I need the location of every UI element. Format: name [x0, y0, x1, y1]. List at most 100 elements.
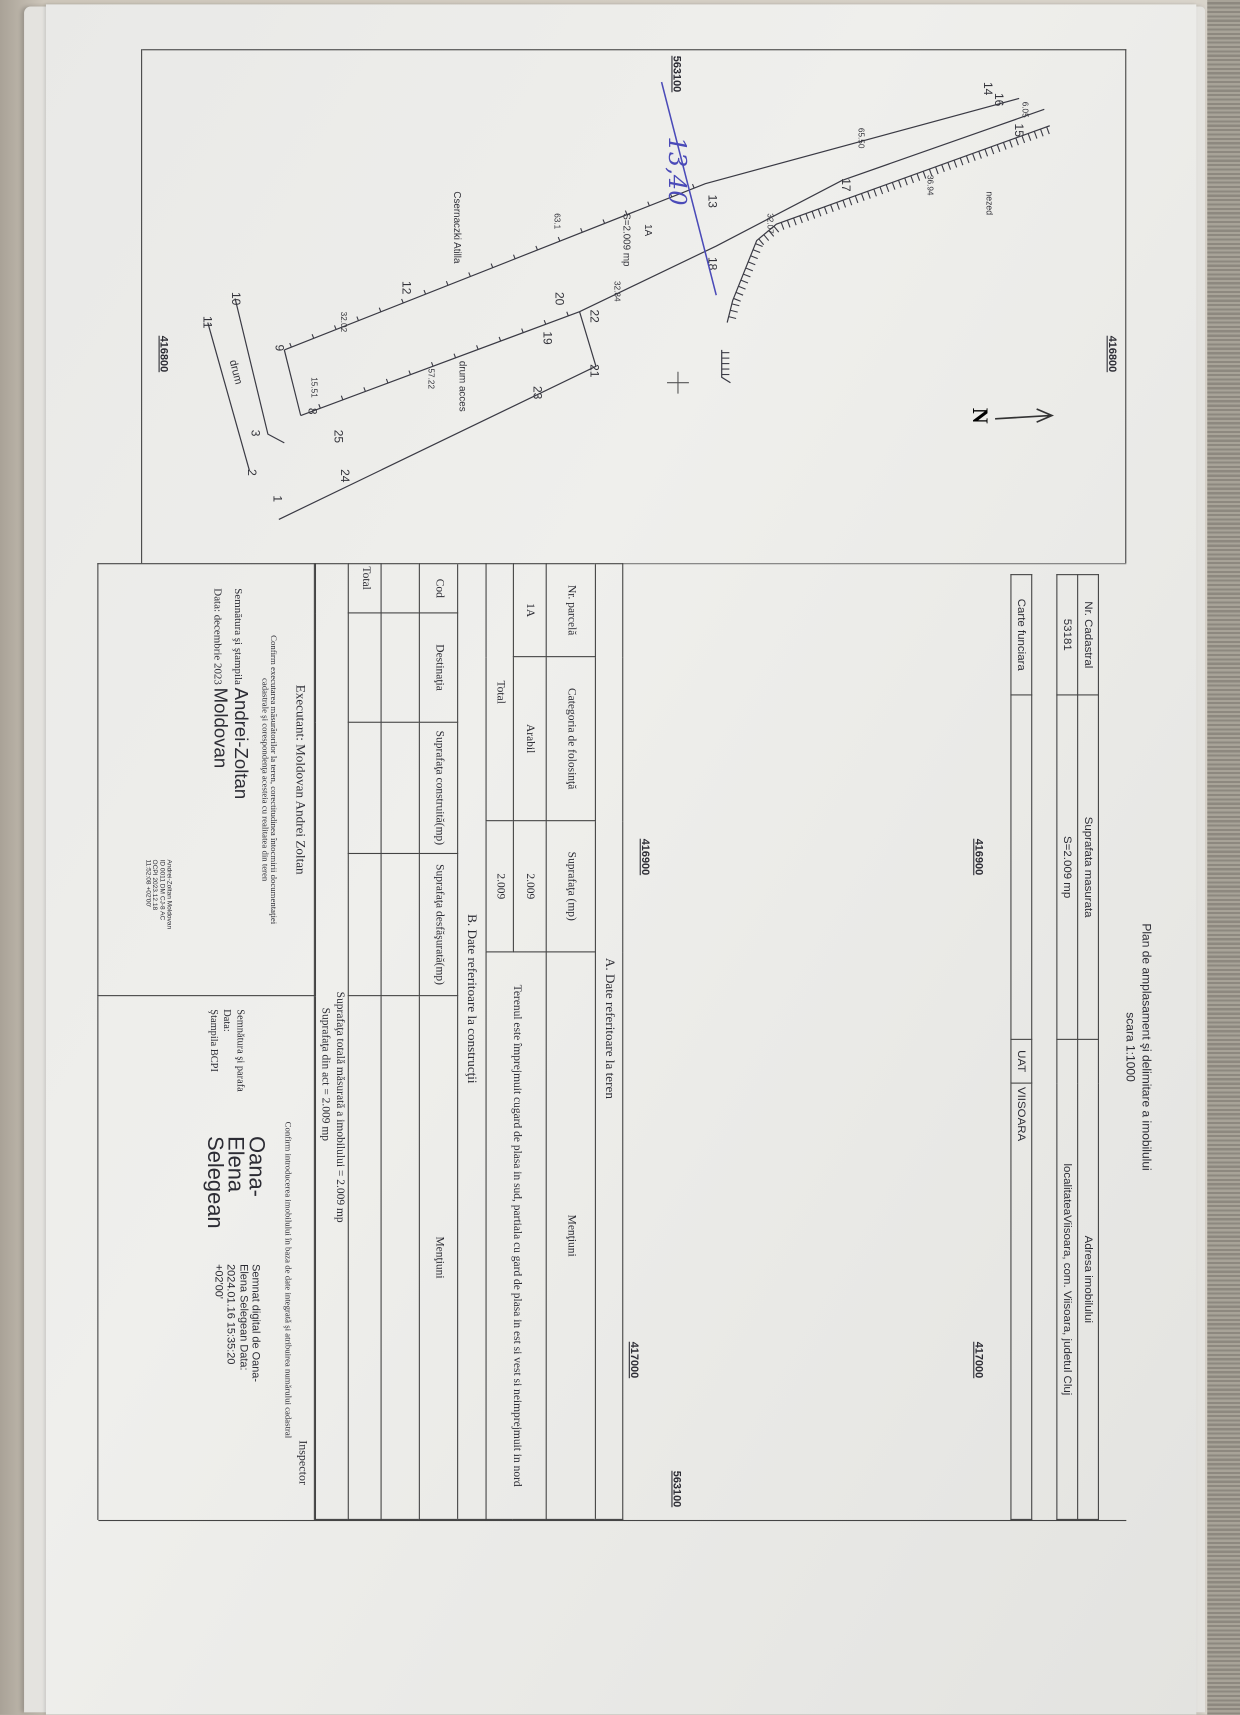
boundary-tick	[430, 361, 434, 367]
carte-funciara-label: Carte funciara	[1010, 574, 1032, 695]
document-title: Plan de amplasament şi delimitare a imob…	[1139, 923, 1153, 1171]
fence-hatch	[743, 273, 751, 278]
fence-hatch	[873, 188, 877, 197]
handwritten-note: 13,40	[663, 137, 691, 206]
parcel-boundary-north	[284, 97, 1020, 351]
fence-hatch	[867, 191, 871, 199]
boundary-tick	[498, 336, 502, 342]
grid-label: 417000	[627, 1341, 640, 1379]
point-label-9: 9	[273, 344, 287, 351]
executant-confirm: Confirm executarea măsurătorilor la tere…	[259, 635, 280, 925]
col-categoria: Categoria de folosinţă	[546, 656, 596, 821]
section-a-title: A. Date referitoare la teren	[595, 563, 623, 1520]
fence-hatch	[745, 267, 754, 272]
grid-line	[623, 563, 1127, 565]
empty-cell	[381, 853, 420, 996]
point-label-15: 15	[1012, 124, 1026, 138]
fence-hatch	[735, 291, 744, 296]
point-label-13: 13	[706, 195, 720, 209]
document-scale: scara 1:1000	[1123, 1012, 1137, 1082]
fence-hatch	[758, 238, 765, 246]
fence-hatch	[830, 204, 834, 213]
parcel-area-label: S=2.009 mp	[620, 213, 631, 267]
fence-hatch	[922, 171, 927, 179]
fence-hatch	[1046, 126, 1050, 135]
fence-hatch	[786, 220, 791, 228]
total-measured-area: Suprafaţa totală măsurată a imobilului =…	[333, 991, 346, 1223]
boundary-tick	[385, 378, 389, 384]
point-label-22: 22	[587, 309, 601, 323]
fence-hatch	[817, 208, 822, 217]
fence-line	[721, 349, 731, 384]
empty-cell	[381, 995, 420, 1520]
boundary-tick	[468, 272, 471, 277]
fence-hatch	[768, 230, 775, 237]
boundary-tick	[445, 281, 449, 286]
fence-hatch	[916, 173, 921, 181]
boundary-tick	[521, 328, 524, 333]
access-road-label: drum acces	[456, 361, 467, 412]
fence-hatch	[860, 193, 865, 201]
suprafata-header: Suprafata masurata	[1077, 694, 1099, 1040]
fence-hatch	[854, 195, 859, 204]
fence-hatch	[1021, 135, 1026, 144]
uat-label: UAT	[1010, 1039, 1032, 1084]
parcel-boundary-west	[283, 349, 302, 416]
point-label-21: 21	[587, 364, 601, 378]
fence-hatch	[747, 261, 756, 266]
fence-hatch	[780, 222, 785, 230]
executant-sig-surname: Moldovan	[209, 687, 231, 769]
grid-label: 416900	[638, 838, 651, 876]
fence-hatch	[947, 162, 952, 170]
empty-cell	[348, 722, 382, 854]
point-label-1: 1	[270, 495, 284, 502]
distance-label: 65.50	[856, 128, 865, 149]
fence-hatch	[752, 249, 761, 254]
empty-cell	[348, 612, 382, 723]
point-label-17: 17	[839, 178, 853, 192]
fence-hatch	[928, 168, 933, 177]
distance-label: 15.51	[310, 377, 319, 398]
boundary-tick	[476, 345, 479, 350]
data-table: A. Date referitoare la teren Nr. parcelă…	[98, 563, 623, 1520]
fence-hatch	[755, 243, 763, 247]
fence-hatch	[731, 303, 740, 307]
inspector-name-second: Elena	[223, 1136, 248, 1193]
fence-hatch	[891, 182, 896, 190]
distance-label: 36.94	[925, 175, 934, 196]
boundary-tick	[566, 311, 569, 317]
boundary-tick	[490, 263, 494, 268]
executant-title: Executant: Moldovan Andrei Zoltan	[293, 684, 309, 875]
suprafata-value: S=2.009 mp	[1056, 694, 1078, 1040]
fence-hatch	[773, 225, 780, 233]
background-edge	[1207, 0, 1240, 1715]
grid-label: 416900	[972, 838, 985, 876]
fence-hatch	[1015, 137, 1019, 146]
fence-hatch	[990, 146, 995, 155]
distance-label: 32.02	[339, 312, 348, 333]
boundary-tick	[333, 325, 337, 330]
fence-hatch	[1039, 128, 1044, 137]
inspector-box: Inspector Confirm introducerea imobilulu…	[98, 995, 315, 1520]
distance-label: 63.1	[552, 213, 561, 229]
fence-hatch	[738, 285, 746, 290]
point-label-20: 20	[552, 292, 566, 306]
executant-sig-label: Semnătura şi ştampila	[231, 588, 244, 685]
nr-cadastral-header: Nr. Cadastral	[1077, 574, 1099, 695]
fence-hatch	[910, 175, 914, 184]
inspector-confirm: Confirm introducerea imobilului în baza …	[283, 1121, 294, 1439]
fence-hatch	[935, 166, 939, 175]
col-cod: Cod	[419, 563, 459, 613]
boundary-tick	[289, 342, 292, 348]
fence-hatch	[728, 316, 737, 320]
inspector-title: Inspector	[296, 1440, 311, 1485]
fence-hatch	[965, 155, 970, 164]
inspector-digital-signature: Semnat digital de Oana-Elena Selegean Da…	[212, 1264, 262, 1383]
north-arrow-icon	[995, 408, 1055, 423]
fence-hatch	[984, 148, 989, 157]
parcel-area: 2.009	[513, 820, 547, 952]
fence-hatch	[793, 217, 797, 226]
fence-hatch	[1033, 131, 1038, 139]
b-total-label: Total	[348, 563, 382, 613]
